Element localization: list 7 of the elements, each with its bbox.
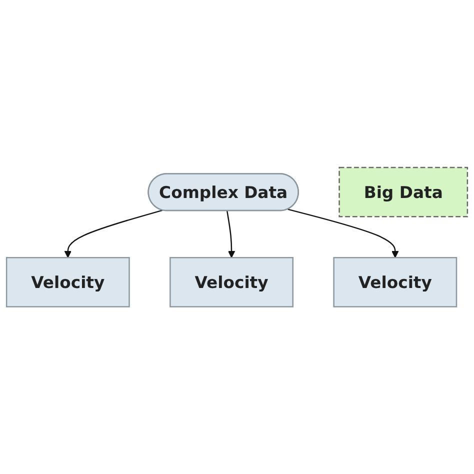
node-box: Velocity: [6, 256, 130, 308]
arrow: [64, 210, 163, 258]
node-box: Big Data: [338, 166, 468, 218]
node-box: Velocity: [333, 256, 458, 308]
arrow: [288, 208, 399, 258]
arrow: [226, 210, 236, 258]
node-box: Velocity: [170, 256, 294, 308]
